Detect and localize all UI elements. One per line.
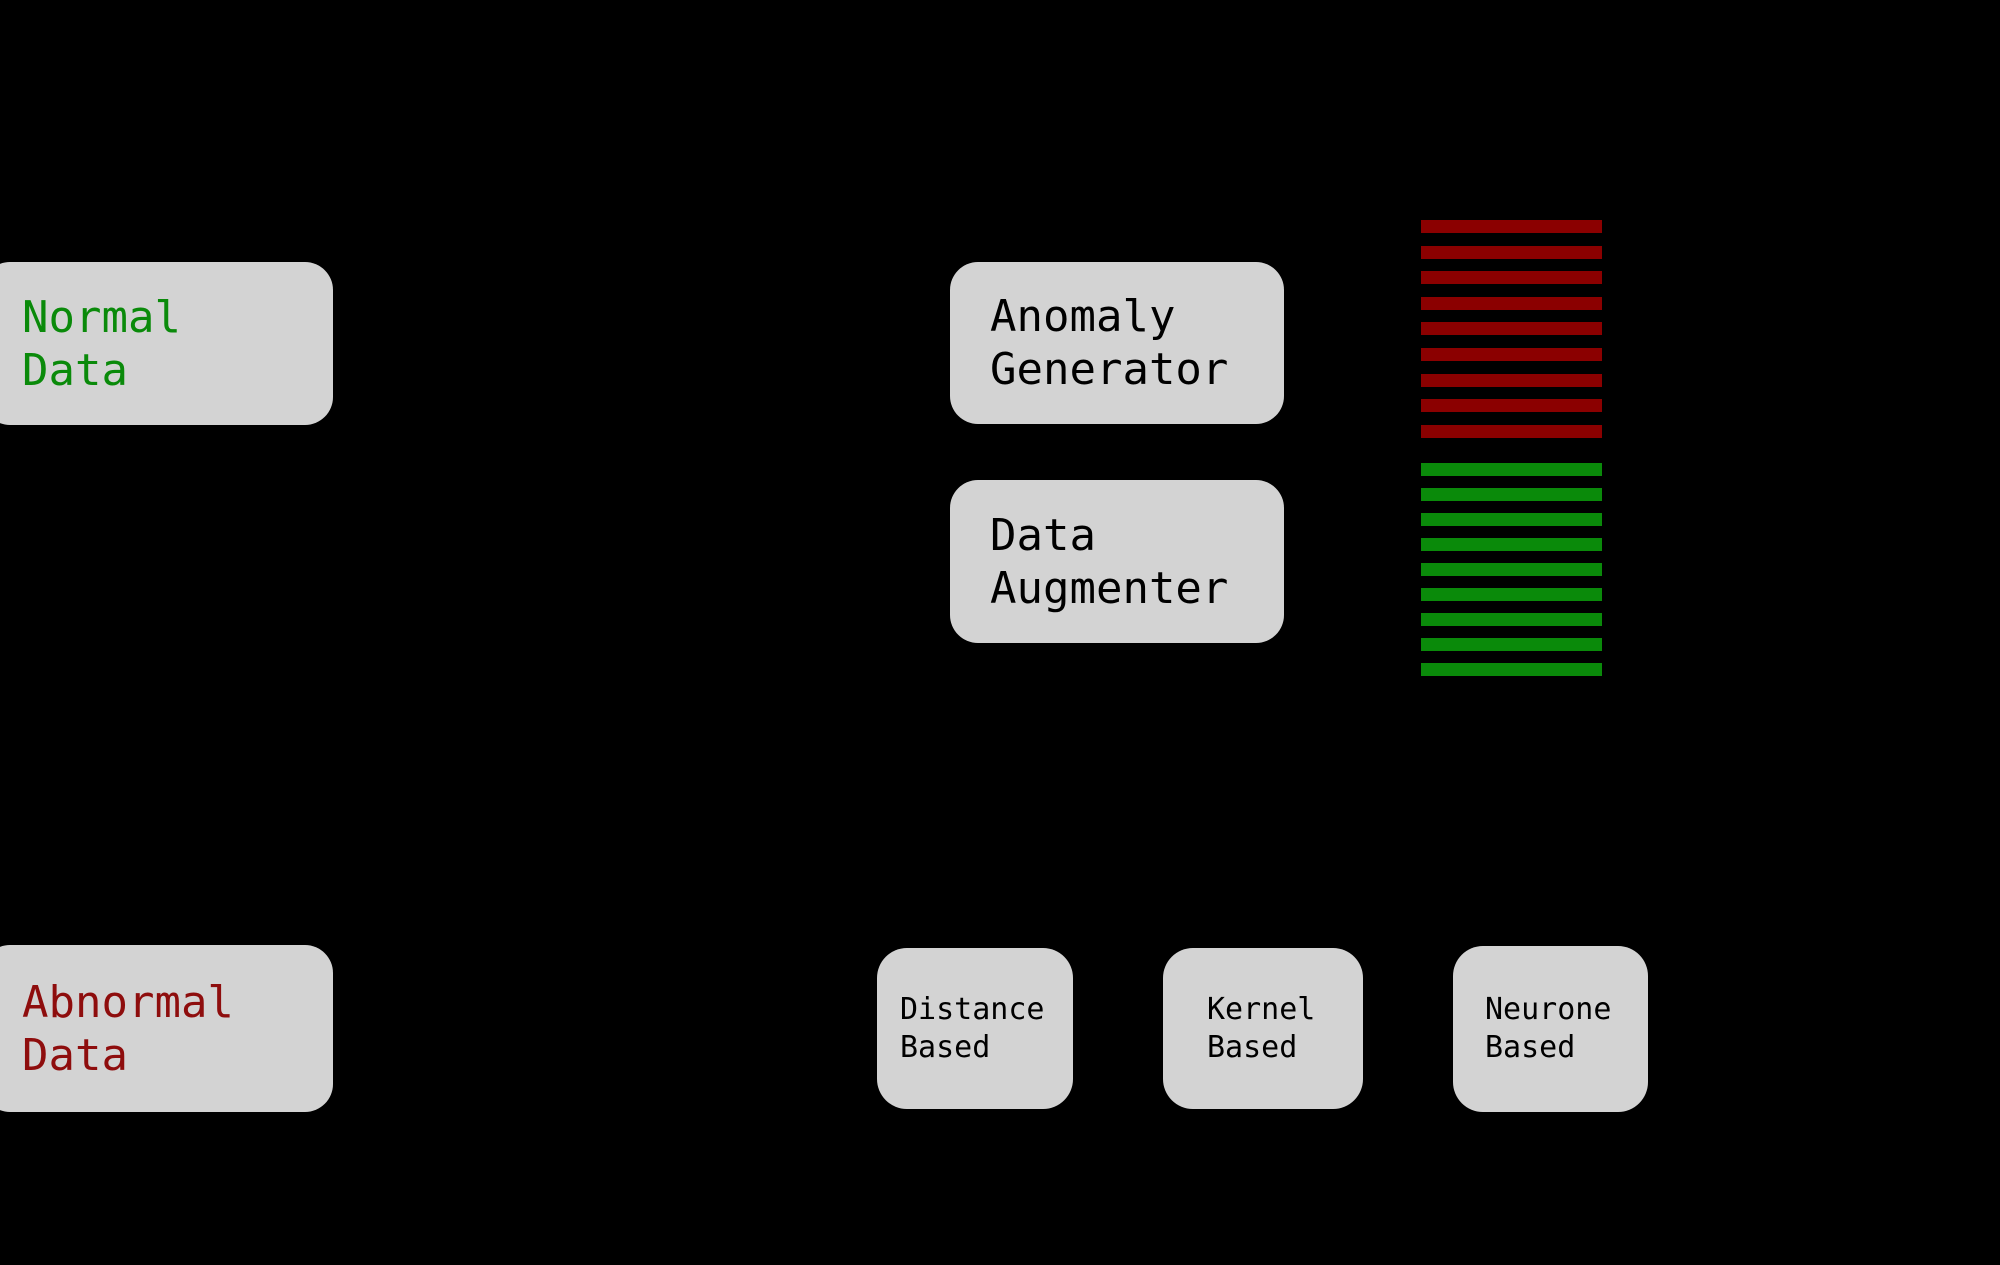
- node-label-line: Abnormal: [22, 976, 234, 1028]
- normal-samples-stripe: [1421, 587, 1602, 601]
- stripe-group-anomalous-samples: [1421, 220, 1602, 438]
- node-label-line: Data: [990, 509, 1096, 561]
- anomalous-samples-stripe: [1421, 424, 1602, 438]
- node-label-line: Augmenter: [990, 562, 1229, 614]
- node-label-line: Kernel: [1207, 991, 1316, 1027]
- node-label-line: Based: [900, 1029, 991, 1065]
- node-label-line: Based: [1207, 1029, 1298, 1065]
- anomalous-samples-stripe: [1421, 399, 1602, 413]
- node-abnormal-data: Abnormal Data: [0, 945, 333, 1112]
- node-label-line: Data: [22, 1029, 128, 1081]
- node-normal-data-label: Normal Data: [22, 291, 181, 397]
- node-distance-based: Distance Based: [877, 948, 1073, 1109]
- node-normal-data: Normal Data: [0, 262, 333, 425]
- sample-stripe-stack: [1421, 220, 1602, 676]
- normal-samples-stripe: [1421, 487, 1602, 501]
- normal-samples-stripe: [1421, 612, 1602, 626]
- node-data-augmenter-label: Data Augmenter: [990, 509, 1228, 615]
- anomalous-samples-stripe: [1421, 220, 1602, 233]
- node-abnormal-data-label: Abnormal Data: [22, 976, 234, 1082]
- node-neurone-based: Neurone Based: [1453, 946, 1648, 1112]
- node-distance-based-label: Distance Based: [900, 991, 1045, 1067]
- normal-samples-stripe: [1421, 562, 1602, 576]
- anomalous-samples-stripe: [1421, 373, 1602, 387]
- anomalous-samples-stripe: [1421, 322, 1602, 336]
- node-label-line: Based: [1485, 1030, 1576, 1065]
- normal-samples-stripe: [1421, 512, 1602, 526]
- anomalous-samples-stripe: [1421, 271, 1602, 285]
- node-anomaly-generator: Anomaly Generator: [950, 262, 1284, 424]
- node-kernel-based: Kernel Based: [1163, 948, 1363, 1109]
- node-label-line: Anomaly: [990, 291, 1176, 342]
- node-label-line: Data: [22, 344, 128, 396]
- normal-samples-stripe: [1421, 537, 1602, 551]
- normal-samples-stripe: [1421, 662, 1602, 676]
- anomalous-samples-stripe: [1421, 296, 1602, 310]
- node-neurone-based-label: Neurone Based: [1485, 991, 1611, 1067]
- stripe-group-normal-samples: [1421, 462, 1602, 676]
- normal-samples-stripe: [1421, 637, 1602, 651]
- node-label-line: Distance: [900, 991, 1045, 1027]
- node-anomaly-generator-label: Anomaly Generator: [990, 290, 1228, 396]
- node-label-line: Generator: [990, 344, 1229, 395]
- node-data-augmenter: Data Augmenter: [950, 480, 1284, 643]
- node-label-line: Normal: [22, 291, 181, 343]
- anomalous-samples-stripe: [1421, 245, 1602, 259]
- node-label-line: Neurone: [1485, 992, 1612, 1027]
- normal-samples-stripe: [1421, 462, 1602, 476]
- node-kernel-based-label: Kernel Based: [1207, 991, 1315, 1067]
- anomalous-samples-stripe: [1421, 347, 1602, 361]
